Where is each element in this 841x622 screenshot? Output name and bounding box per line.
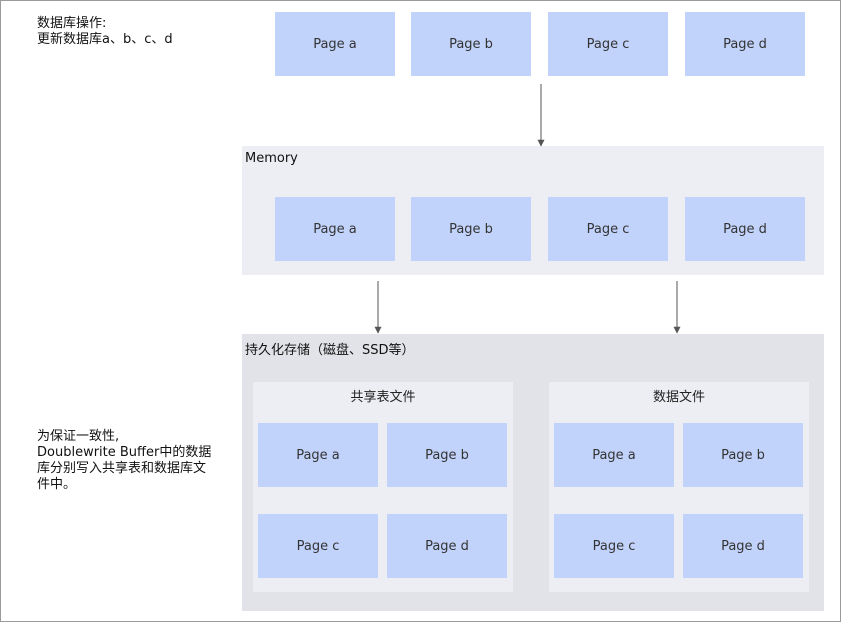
data-file-label: 数据文件 — [652, 390, 705, 405]
operation-note-line-2: 更新数据库a、b、c、d — [37, 32, 173, 47]
memory-page-b: Page b — [411, 197, 531, 261]
top-page-c: Page c — [548, 12, 668, 76]
consistency-note: 为保证一致性, Doublewrite Buffer中的数据 库分别写入共享表和… — [37, 429, 237, 493]
datafile-page-a: Page a — [554, 423, 674, 487]
memory-label: Memory — [245, 151, 298, 166]
shared-page-b: Page b — [387, 423, 507, 487]
operation-note: 数据库操作: 更新数据库a、b、c、d — [37, 16, 173, 48]
shared-page-d: Page d — [387, 514, 507, 578]
top-page-d: Page d — [685, 12, 805, 76]
operation-note-line-1: 数据库操作: — [37, 16, 107, 31]
datafile-page-c: Page c — [554, 514, 674, 578]
consistency-note-line-3: 库分别写入共享表和数据库文 — [37, 461, 207, 476]
consistency-note-line-4: 件中。 — [37, 477, 77, 492]
datafile-page-d: Page d — [683, 514, 803, 578]
datafile-page-b: Page b — [683, 423, 803, 487]
shared-page-a: Page a — [258, 423, 378, 487]
consistency-note-line-1: 为保证一致性, — [37, 429, 120, 444]
memory-page-a: Page a — [275, 197, 395, 261]
memory-page-d: Page d — [685, 197, 805, 261]
consistency-note-line-2: Doublewrite Buffer中的数据 — [37, 445, 212, 460]
shared-page-c: Page c — [258, 514, 378, 578]
top-page-a: Page a — [275, 12, 395, 76]
shared-table-file-label: 共享表文件 — [350, 390, 416, 405]
storage-label: 持久化存储（磁盘、SSD等） — [245, 343, 415, 358]
memory-page-c: Page c — [548, 197, 668, 261]
top-page-b: Page b — [411, 12, 531, 76]
